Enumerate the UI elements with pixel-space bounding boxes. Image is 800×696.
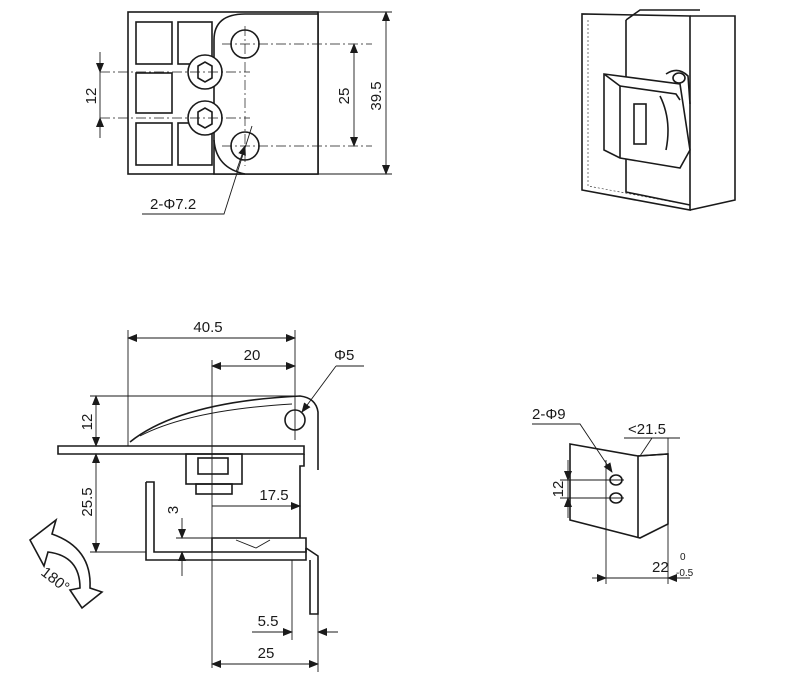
bracket-angle-label: <21.5	[628, 421, 666, 438]
top-view: 12 25 39.5 2-Φ7.2	[83, 11, 392, 215]
top-view-slot	[135, 122, 173, 166]
dim-pin-offset-label: 20	[244, 347, 261, 364]
dim-base-width-label: 25	[258, 645, 275, 662]
iso-side-panel	[689, 15, 736, 211]
dim-hole-distance-label: 25	[336, 88, 353, 105]
dim-top-height-label: 12	[79, 414, 96, 431]
iso-hinge-body	[603, 73, 691, 169]
dim-body-height-label: 25.5	[79, 487, 96, 516]
side-view: 40.5 20 Φ5 12 25.5 3 17.5 5.5 25	[28, 319, 364, 672]
bracket-view: 12 2-Φ9 <21.5 22 0 -0.5	[532, 406, 694, 584]
side-bracket	[146, 481, 212, 553]
dim-flange-label: 5.5	[258, 613, 279, 630]
bracket-tol-lower-label: -0.5	[676, 568, 694, 579]
bracket-hole-label: 2-Φ9	[532, 406, 566, 423]
dim-overall-width-label: 40.5	[193, 319, 222, 336]
dim-height-label: 39.5	[368, 81, 385, 110]
top-view-slot	[135, 21, 173, 65]
top-view-plate	[213, 13, 319, 175]
pin-diameter-label: Φ5	[334, 347, 354, 364]
bracket-tol-upper-label: 0	[680, 552, 686, 563]
bracket-body	[569, 443, 669, 539]
bracket-spacing-label: 12	[550, 481, 567, 498]
top-view-slot	[135, 72, 173, 114]
iso-pin-icon	[672, 72, 686, 84]
bracket-width-label: 22	[652, 559, 669, 576]
rotation-label: 180°	[38, 564, 73, 597]
side-door-plate	[57, 445, 305, 455]
dim-mount-depth-label: 17.5	[259, 487, 288, 504]
hole-callout-label: 2-Φ7.2	[150, 196, 196, 213]
rotation-arrow-icon	[28, 517, 104, 610]
dim-spacing-label: 12	[83, 88, 100, 105]
isometric-view	[581, 9, 736, 211]
side-flange	[305, 547, 319, 615]
side-base	[211, 537, 307, 553]
iso-hinge-slot	[633, 103, 647, 145]
dim-bottom-step-label: 3	[165, 506, 182, 514]
side-cam	[129, 395, 319, 470]
